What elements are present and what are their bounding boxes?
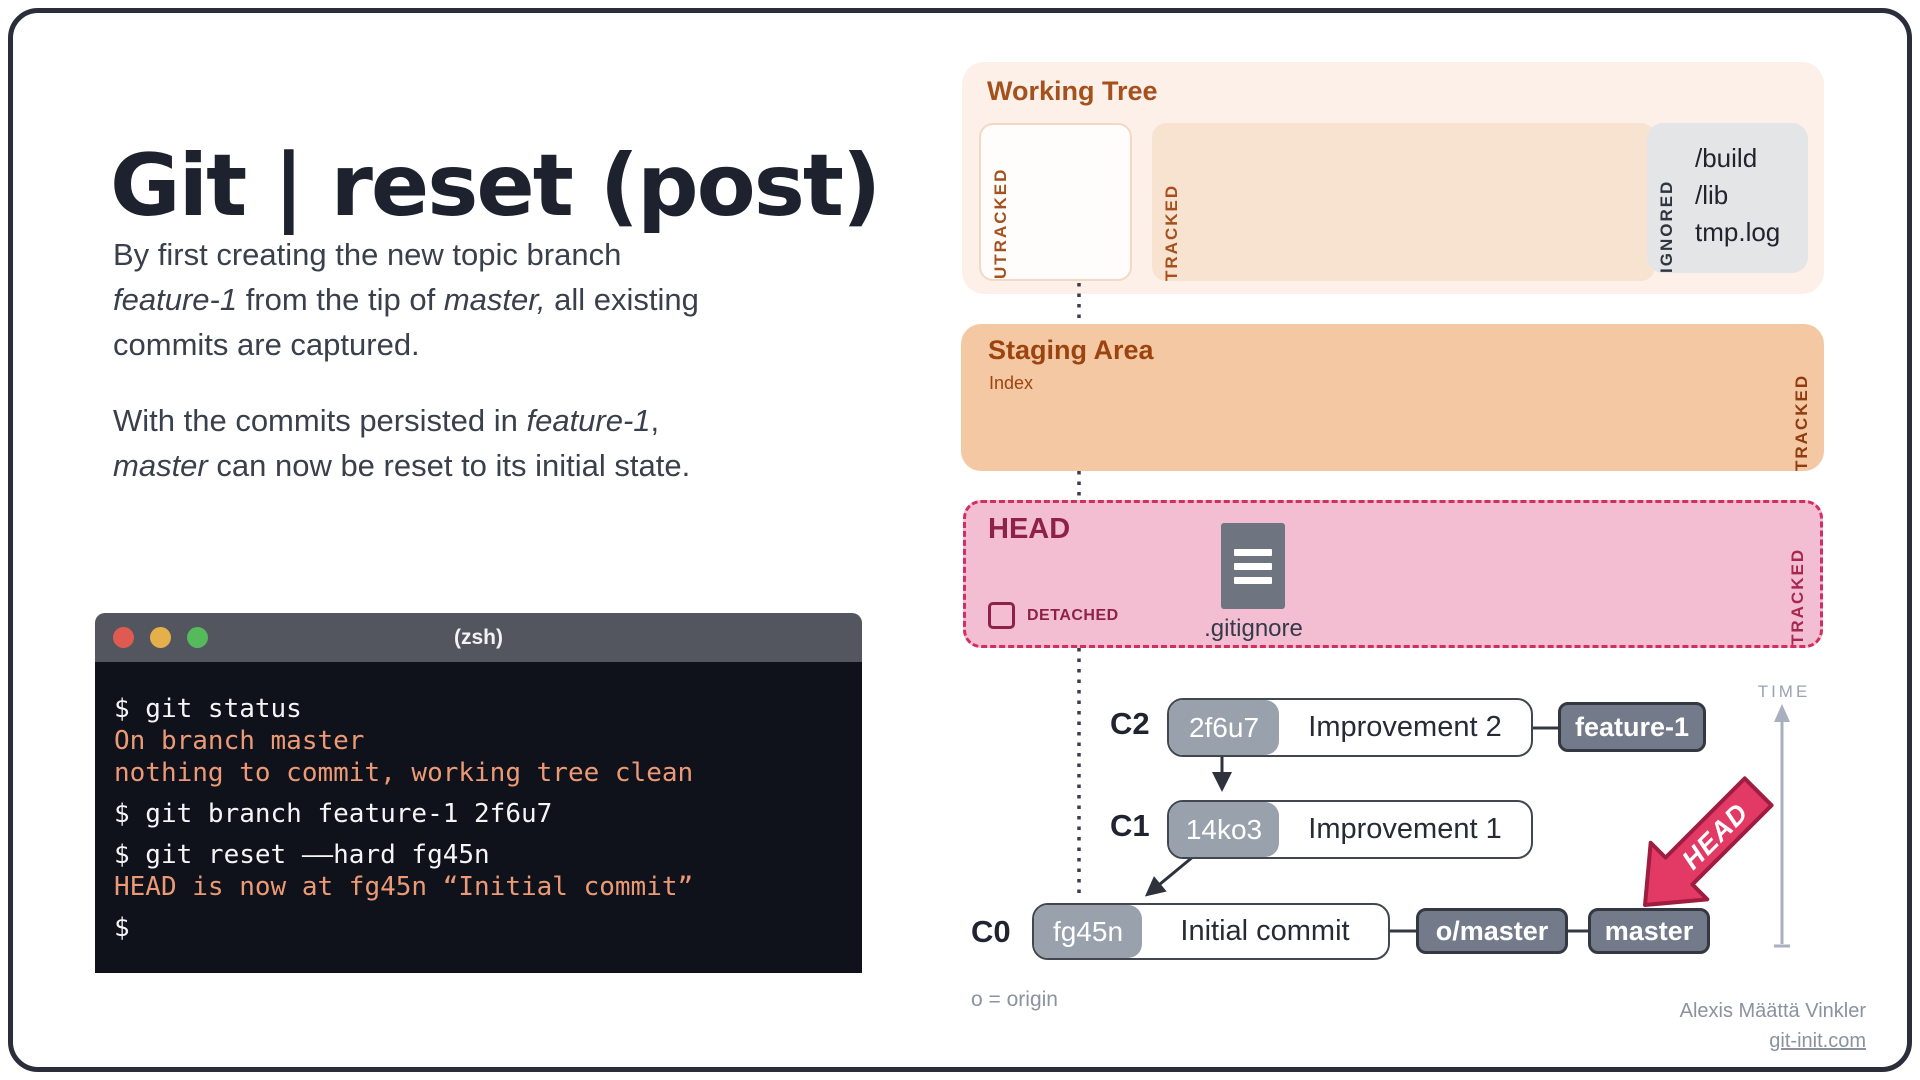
branch-badge-feature-1: feature-1 [1558, 702, 1706, 752]
intro-line: By first creating the new topic branch [113, 232, 833, 277]
head-tracked-label: TRACKED [1788, 547, 1807, 645]
intro-line: feature-1 from the tip of master, all ex… [113, 277, 833, 322]
ignored-file: /build [1695, 143, 1758, 173]
terminal-prompt: $ [114, 913, 130, 943]
intro-text: from the tip of [237, 282, 444, 317]
window-controls [113, 613, 208, 662]
commit-label-c1: C1 [1110, 808, 1150, 843]
detached-label: DETACHED [1027, 606, 1119, 624]
commit-pill-c1: 14ko3 Improvement 1 [1167, 800, 1533, 859]
head-panel: HEAD DETACHED .gitignore TRACKED [963, 500, 1823, 648]
terminal-line: $ git reset ––hard fg45n [114, 840, 490, 870]
intro-text: With the commits persisted in [113, 403, 527, 438]
detached-row: DETACHED [988, 602, 1119, 629]
detached-checkbox[interactable] [988, 602, 1015, 629]
terminal-title: (zsh) [454, 625, 503, 649]
ignored-box: IGNORED /build /lib tmp.log [1647, 123, 1808, 273]
intro-text: can now be reset to its initial state. [207, 448, 691, 483]
commit-hash-c0: fg45n [1034, 905, 1142, 958]
commit-message-c1: Improvement 1 [1308, 813, 1502, 845]
ignored-file: tmp.log [1695, 217, 1781, 247]
branch-name-italic: feature-1 [526, 403, 651, 438]
head-panel-title: HEAD [988, 513, 1071, 545]
intro-paragraph-1: By first creating the new topic branch f… [113, 232, 833, 367]
working-tree-title: Working Tree [987, 76, 1158, 106]
time-axis-label: TIME [1757, 682, 1811, 701]
branch-name-italic: feature-1 [113, 282, 238, 317]
intro-paragraph-2: With the commits persisted in feature-1,… [113, 398, 833, 488]
intro-line: commits are captured. [113, 322, 833, 367]
gitignore-file-icon [1221, 523, 1285, 609]
commit-hash-c1: 14ko3 [1169, 802, 1279, 857]
minimize-button[interactable] [150, 627, 171, 648]
commit-pill-c0: fg45n Initial commit [1032, 903, 1390, 960]
staging-tracked-label: TRACKED [1792, 373, 1811, 471]
terminal-titlebar[interactable]: (zsh) [95, 613, 862, 662]
branch-badge-master: master [1588, 908, 1710, 954]
untracked-label: UTRACKED [991, 167, 1010, 279]
origin-legend: o = origin [971, 988, 1058, 1011]
attribution-site-link[interactable]: git-init.com [1769, 1030, 1866, 1052]
intro-text: all existing [545, 282, 699, 317]
terminal-line: HEAD is now at fg45n “Initial commit” [114, 872, 694, 902]
staging-area-panel: Staging Area Index TRACKED [961, 324, 1824, 471]
ignored-file: /lib [1695, 180, 1729, 210]
terminal-line: $ git branch feature-1 2f6u7 [114, 799, 553, 829]
commit-message-c0: Initial commit [1180, 915, 1350, 947]
intro-line: master can now be reset to its initial s… [113, 443, 833, 488]
intro-line: With the commits persisted in feature-1, [113, 398, 833, 443]
untracked-box: UTRACKED [979, 123, 1132, 281]
gitignore-label: .gitignore [1204, 615, 1303, 642]
remote-badge-o-master: o/master [1416, 908, 1568, 954]
attribution: Alexis Määttä Vinkler git-init.com [1680, 996, 1866, 1056]
terminal-window: (zsh) $ git status On branch master noth… [95, 613, 862, 973]
terminal-line: nothing to commit, working tree clean [114, 758, 694, 788]
commit-label-c0: C0 [971, 914, 1011, 949]
ignored-label: IGNORED [1657, 179, 1676, 273]
tracked-label: TRACKED [1162, 183, 1181, 281]
slide-frame [8, 8, 1912, 1072]
staging-area-title: Staging Area [988, 335, 1154, 365]
commit-pill-c2: 2f6u7 Improvement 2 [1167, 698, 1533, 757]
intro-text: , [650, 403, 660, 438]
terminal-line: On branch master [114, 726, 365, 756]
page-title: Git | reset (post) [110, 135, 881, 236]
intro-text: By first creating the new topic branch [113, 237, 622, 272]
commit-hash-c2: 2f6u7 [1169, 700, 1279, 755]
branch-name-italic: master [113, 448, 208, 483]
commit-label-c2: C2 [1110, 706, 1150, 741]
commit-message-c2: Improvement 2 [1308, 711, 1502, 743]
zoom-button[interactable] [187, 627, 208, 648]
terminal-body[interactable]: $ git status On branch master nothing to… [95, 662, 862, 973]
terminal-line: $ git status [114, 694, 302, 724]
working-tree-panel: Working Tree UTRACKED TRACKED IGNORED /b… [962, 62, 1824, 294]
intro-text: commits are captured. [113, 327, 420, 362]
head-pointer-arrow: HEAD [1643, 776, 1774, 907]
tracked-box: TRACKED [1152, 123, 1655, 281]
attribution-name: Alexis Määttä Vinkler [1679, 1000, 1866, 1022]
branch-name-italic: master, [443, 282, 546, 317]
close-button[interactable] [113, 627, 134, 648]
ignored-file-list: /build /lib tmp.log [1695, 140, 1780, 251]
staging-area-subtitle: Index [989, 373, 1034, 393]
